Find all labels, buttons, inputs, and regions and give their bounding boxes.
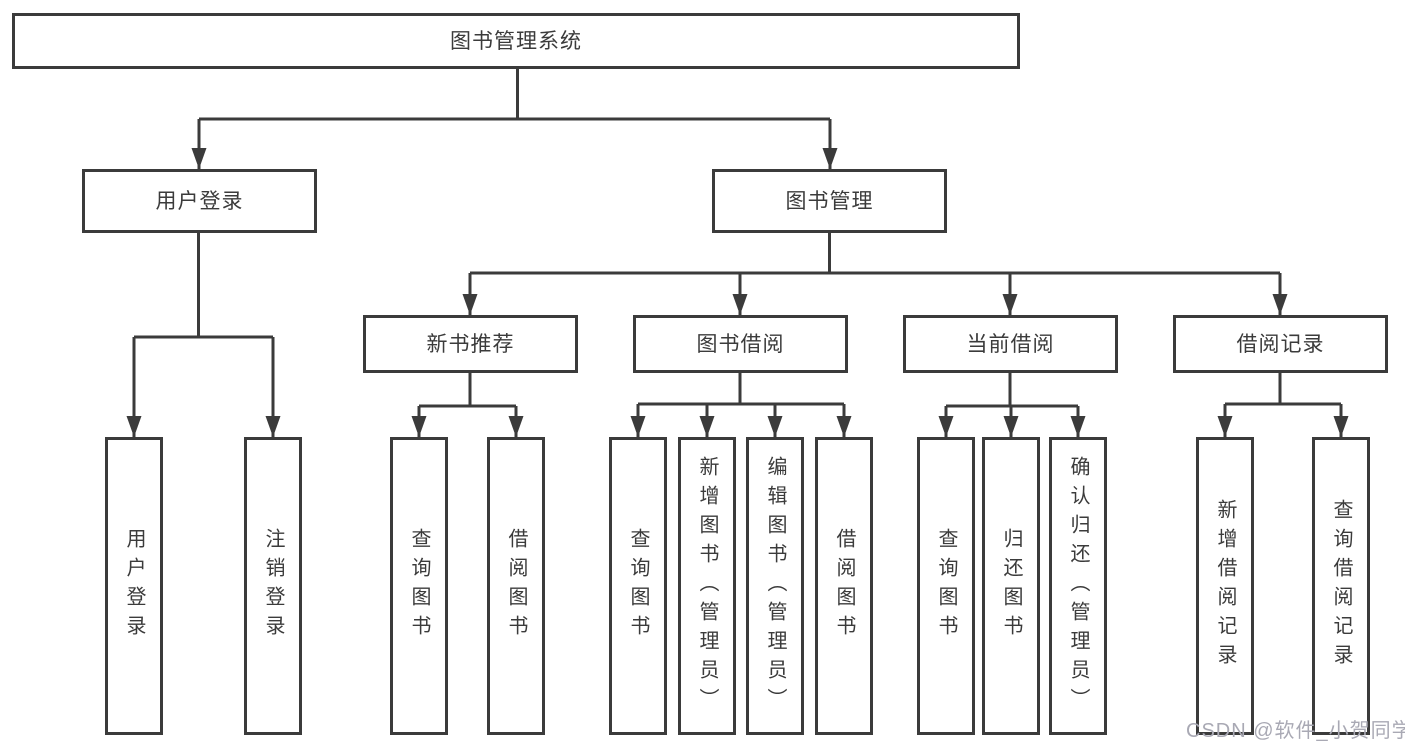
leaf-query-books: 查询图书 <box>390 437 448 735</box>
node-new-book-recommendation: 新书推荐 <box>363 315 578 373</box>
leaf-add-borrow-record: 新增借阅记录 <box>1196 437 1254 735</box>
leaf-query-borrow-record: 查询借阅记录 <box>1312 437 1370 735</box>
csdn-watermark: CSDN @软件_小贺同学 <box>1186 720 1405 742</box>
node-book-borrowing: 图书借阅 <box>633 315 848 373</box>
wires-borrow-record-branch <box>1217 373 1349 437</box>
leaf-logout: 注销登录 <box>244 437 302 735</box>
node-user-login: 用户登录 <box>82 169 317 233</box>
node-current-borrowing: 当前借阅 <box>903 315 1118 373</box>
leaf-edit-books-admin: 编辑图书（管理员） <box>746 437 804 735</box>
leaf-confirm-return-admin: 确认归还（管理员） <box>1049 437 1107 735</box>
leaf-user-login: 用户登录 <box>105 437 163 735</box>
leaf-query-books: 查询图书 <box>609 437 667 735</box>
node-borrowing-records: 借阅记录 <box>1173 315 1388 373</box>
leaf-borrow-books: 借阅图书 <box>487 437 545 735</box>
node-library-management-system: 图书管理系统 <box>12 13 1020 69</box>
leaf-query-books: 查询图书 <box>917 437 975 735</box>
leaf-return-books: 归还图书 <box>982 437 1040 735</box>
wires-level3 <box>462 233 1288 315</box>
wires-level2 <box>191 69 838 169</box>
node-book-management: 图书管理 <box>712 169 947 233</box>
wires-book-borrow-branch <box>630 373 852 437</box>
leaf-add-books-admin: 新增图书（管理员） <box>678 437 736 735</box>
leaf-borrow-books: 借阅图书 <box>815 437 873 735</box>
wires-current-borrow-branch <box>938 373 1086 437</box>
wires-new-book-rec-branch <box>411 373 524 437</box>
wires-user-login-branch <box>126 233 281 437</box>
